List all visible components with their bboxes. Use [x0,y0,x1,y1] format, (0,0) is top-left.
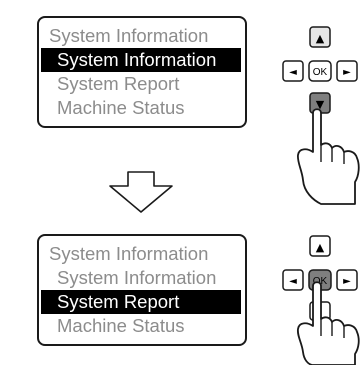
menu-item-system-report: System Report [41,290,241,314]
keypad-step-1: ▲ ◄ OK ► ▼ [282,26,360,205]
keypad-step-2: ▲ ◄ OK ► [282,235,360,365]
pointing-hand-icon [296,108,360,205]
menu-item-system-information: System Information [41,48,241,72]
left-key-glyph: ◄ [289,67,297,78]
up-key[interactable] [309,26,331,48]
lcd-header: System Information [49,243,209,264]
left-key[interactable] [282,60,304,82]
right-key[interactable] [336,269,358,291]
menu-item-machine-status: Machine Status [57,315,185,336]
menu-item-machine-status: Machine Status [57,97,185,118]
left-key[interactable] [282,269,304,291]
pointing-hand-icon [296,281,360,365]
up-key[interactable] [309,235,331,257]
menu-item-system-report: System Report [57,73,180,94]
ok-key-label: OK [313,276,328,287]
lcd-screen-step-2: System Information System Information Sy… [37,234,247,346]
ok-key-label: OK [313,67,328,78]
up-key-glyph: ▲ [316,32,325,45]
right-key[interactable] [336,60,358,82]
right-key-glyph: ► [343,67,351,78]
left-key-glyph: ◄ [289,276,297,287]
lcd-header: System Information [49,25,209,46]
next-step-arrow-icon [109,171,173,213]
menu-item-system-information: System Information [57,267,217,288]
finger-crease [320,319,345,338]
up-key-glyph: ▲ [316,241,325,254]
right-key-glyph: ► [343,276,351,287]
lcd-screen-step-1: System Information System Information Sy… [37,16,247,128]
down-key-glyph: ▼ [316,98,325,111]
finger-crease [320,145,345,164]
ok-key[interactable] [308,60,332,82]
